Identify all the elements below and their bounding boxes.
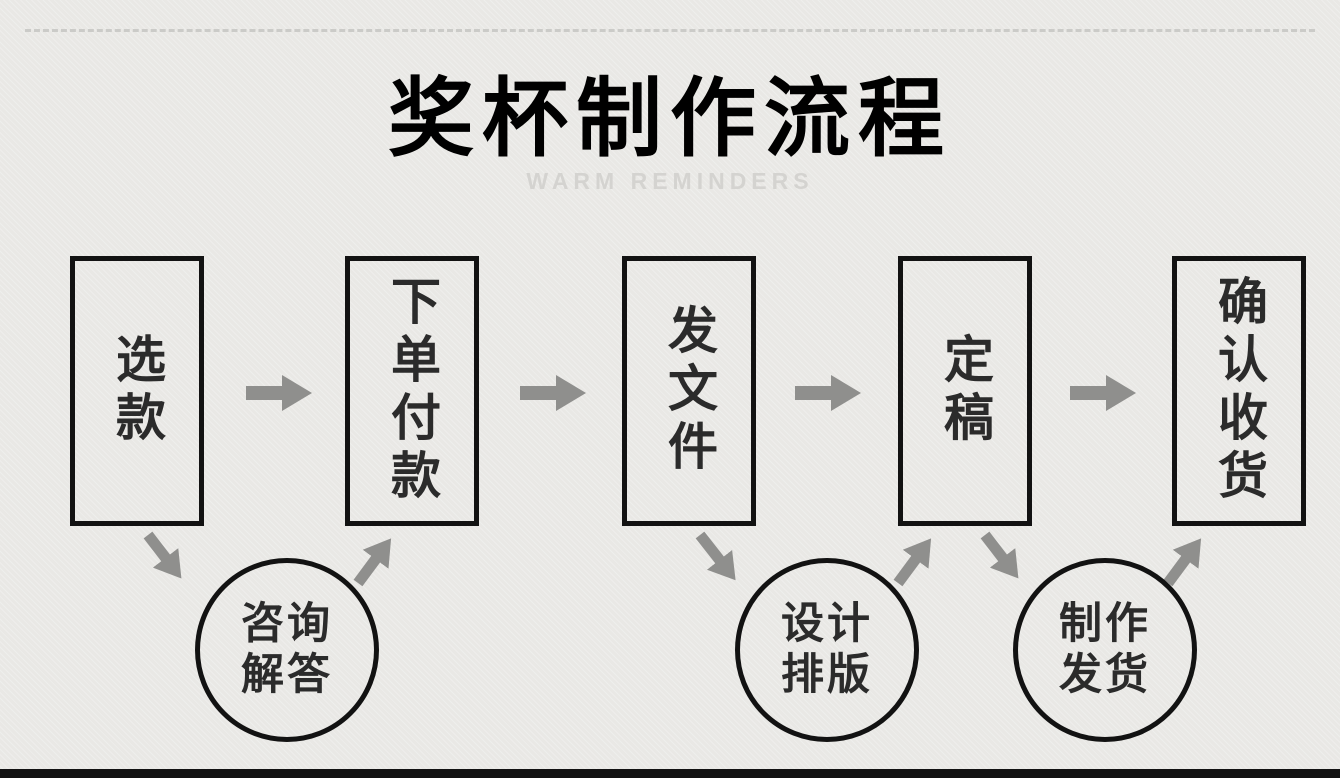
step-box-order-pay: 下单付款: [345, 256, 479, 526]
substep-circle-design-layout: 设计 排版: [735, 558, 919, 742]
substep-label-line1: 咨询: [241, 600, 333, 649]
step-box-send-files: 发文件: [622, 256, 756, 526]
step-label: 选款: [109, 333, 165, 449]
substep-label-line2: 解答: [241, 651, 333, 699]
substep-label-line2: 排版: [781, 651, 873, 699]
page-title: 奖杯制作流程: [388, 71, 952, 167]
arrow-substep1-to-step2: [353, 538, 392, 587]
arrow-substep3-to-step5: [1163, 538, 1202, 587]
top-dashed-divider: [25, 29, 1315, 32]
step-label: 发文件: [661, 304, 717, 478]
substep-label-line2: 发货: [1059, 651, 1151, 699]
page-subtitle: WARM REMINDERS: [526, 168, 814, 194]
step-box-select-style: 选款: [70, 256, 204, 526]
substep-label-line1: 制作: [1059, 600, 1151, 649]
arrow-substep2-to-step4: [893, 538, 932, 587]
arrow-step4-to-substep3: [980, 531, 1019, 579]
step-box-finalize-draft: 定稿: [898, 256, 1032, 526]
step-label: 下单付款: [384, 275, 440, 507]
substep-circle-produce-ship: 制作 发货: [1013, 558, 1197, 742]
substep-label-line1: 设计: [781, 600, 873, 649]
step-label: 定稿: [937, 333, 993, 449]
substep-circle-consult-answer: 咨询 解答: [195, 558, 379, 742]
arrow-step3-to-substep2: [695, 531, 736, 581]
step-label: 确认收货: [1211, 275, 1267, 507]
arrow-step1-to-substep1: [143, 531, 182, 579]
step-box-confirm-receipt: 确认收货: [1172, 256, 1306, 526]
footer-bar: [0, 769, 1340, 778]
